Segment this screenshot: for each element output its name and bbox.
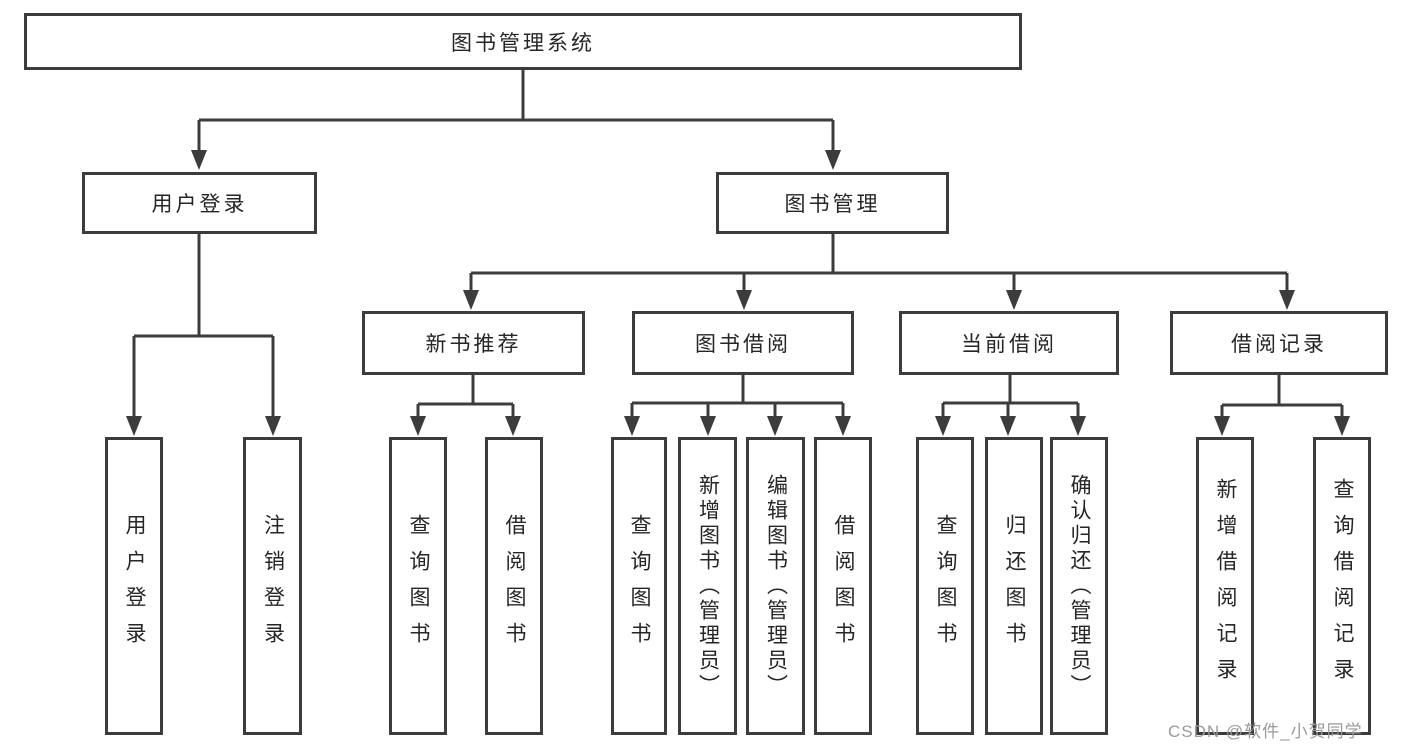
node-new-book-recommend: 新书推荐	[362, 311, 585, 375]
leaf-logout: 注销登录	[243, 437, 302, 735]
node-current-borrow: 当前借阅	[899, 311, 1119, 375]
leaf-query-borrow-record: 查询借阅记录	[1313, 437, 1371, 735]
leaf-borrow-books: 借阅图书	[814, 437, 872, 735]
leaf-add-books-admin: 新增图书（管理员）	[678, 437, 737, 735]
node-book-management-module: 图书管理	[716, 172, 949, 234]
leaf-query-books-recommend: 查询图书	[389, 437, 447, 735]
leaf-user-login: 用户登录	[105, 437, 163, 735]
node-borrow-records: 借阅记录	[1170, 311, 1388, 375]
leaf-query-books-current: 查询图书	[916, 437, 974, 735]
leaf-confirm-return-admin: 确认归还（管理员）	[1050, 437, 1108, 735]
csdn-watermark: CSDN @软件_小贺同学	[1168, 722, 1363, 741]
node-book-borrow: 图书借阅	[632, 311, 854, 375]
arrowheads	[126, 150, 1350, 436]
leaf-return-books: 归还图书	[985, 437, 1043, 735]
leaf-add-borrow-record: 新增借阅记录	[1196, 437, 1254, 735]
leaf-edit-books-admin: 编辑图书（管理员）	[746, 437, 805, 735]
leaf-borrow-books-recommend: 借阅图书	[485, 437, 543, 735]
node-system-root: 图书管理系统	[24, 13, 1022, 70]
node-user-login-module: 用户登录	[82, 172, 317, 234]
leaf-query-books-borrow: 查询图书	[611, 437, 667, 735]
